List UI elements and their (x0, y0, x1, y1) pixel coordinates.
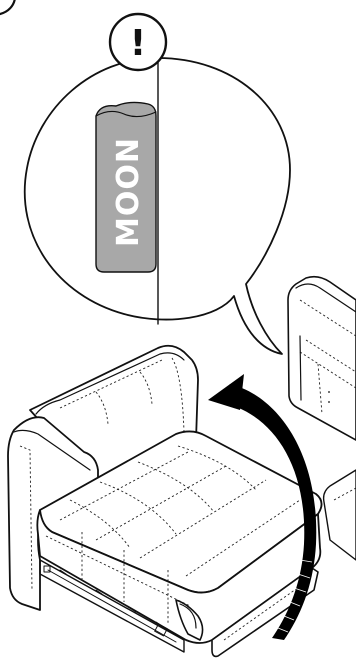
warning-badge: ! (108, 12, 168, 72)
main-sofa-module (7, 344, 323, 658)
moon-label-text: MOON (111, 137, 146, 247)
rotation-arrow-icon (208, 374, 317, 640)
background-sofa-module (287, 275, 356, 561)
moon-label-tag (95, 101, 157, 273)
detail-callout-bubble: MOON (23, 57, 291, 355)
step-number-circle-partial (0, 0, 16, 16)
warning-exclamation-icon: ! (130, 23, 146, 64)
